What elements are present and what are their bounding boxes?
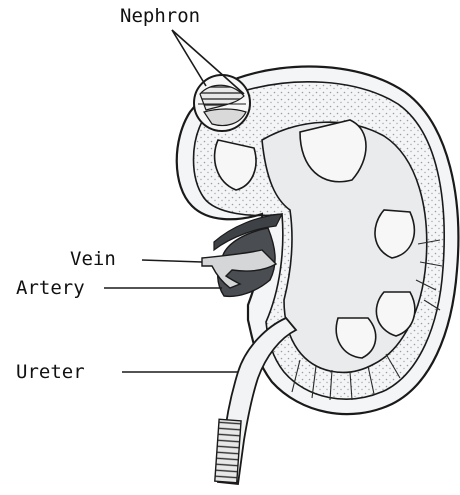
vein-leader xyxy=(142,260,202,262)
nephron-icon xyxy=(194,75,250,131)
nephron-leader xyxy=(172,30,206,86)
label-vein: Vein xyxy=(70,248,116,270)
ureter-tip xyxy=(215,419,241,482)
label-nephron: Nephron xyxy=(120,5,200,27)
label-artery: Artery xyxy=(16,277,85,299)
label-ureter: Ureter xyxy=(16,361,85,383)
